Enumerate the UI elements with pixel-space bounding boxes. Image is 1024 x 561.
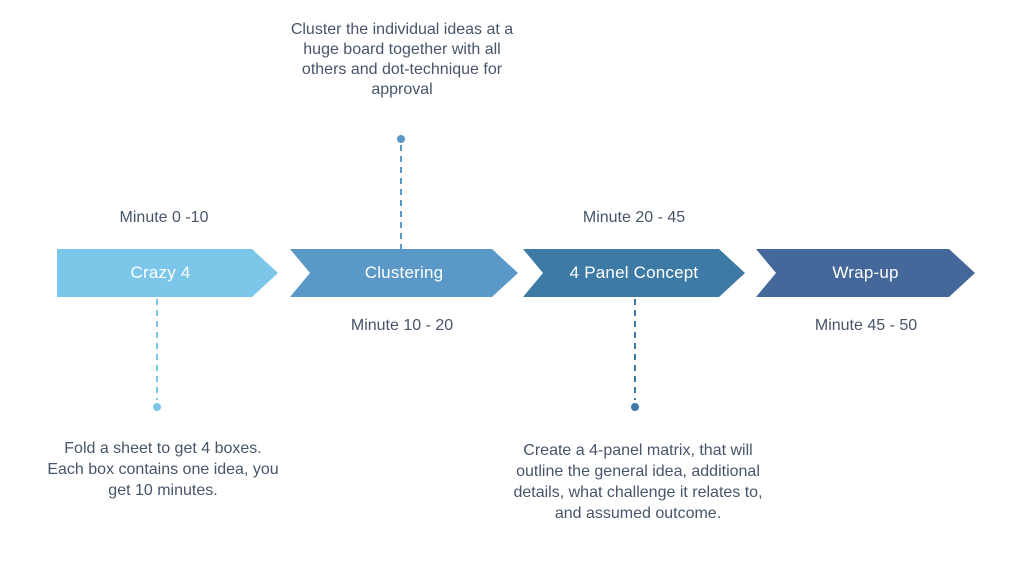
stage-arrow-crazy4-label: Crazy 4 (130, 263, 191, 282)
stage-arrow-clustering: Clustering (290, 249, 518, 297)
stage-crazy4-time-label: Minute 0 -10 (119, 209, 209, 226)
stage-crazy4-description: Fold a sheet to get 4 boxes. Each box co… (47, 440, 279, 499)
stage-arrow-wrapup: Wrap-up (756, 249, 975, 297)
stage-clustering-description: Cluster the individual ideas at a huge b… (290, 21, 514, 98)
connector-dot-clustering (397, 135, 405, 143)
stage-arrow-wrapup-label: Wrap-up (832, 263, 899, 282)
stage-arrow-4panel-label: 4 Panel Concept (569, 263, 699, 282)
stage-4panel-description: Create a 4-panel matrix, that will outli… (513, 442, 763, 522)
stage-4panel-time-label: Minute 20 - 45 (582, 209, 686, 226)
stage-arrow-4panel: 4 Panel Concept (523, 249, 745, 297)
stage-arrow-crazy4: Crazy 4 (57, 249, 278, 297)
connector-dot-crazy4 (153, 403, 161, 411)
connector-dot-4panel (631, 403, 639, 411)
stage-clustering-time-label: Minute 10 - 20 (350, 317, 454, 334)
stage-wrapup-time-label: Minute 45 - 50 (814, 317, 918, 334)
stage-arrow-clustering-label: Clustering (364, 263, 444, 282)
